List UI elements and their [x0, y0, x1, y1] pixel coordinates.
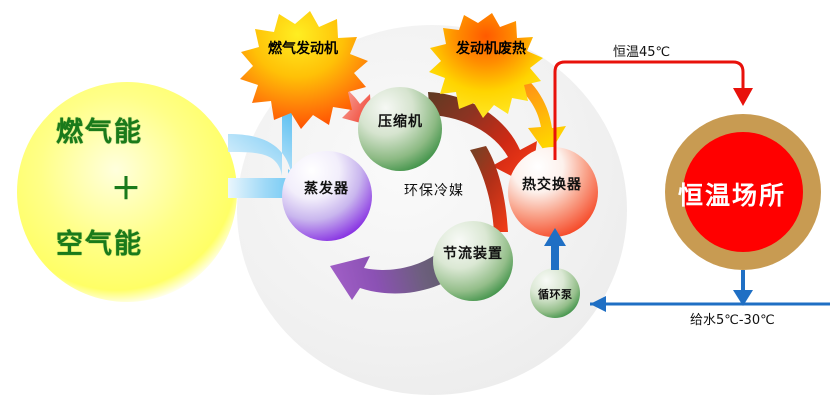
arrowhead-water-return	[590, 296, 606, 312]
arrow-pump-to-heat-exchanger	[544, 228, 566, 270]
starburst-gas-engine	[240, 11, 368, 129]
arrowhead-water-return-branch	[733, 290, 753, 306]
arrow-throttle-to-evaporator	[330, 248, 466, 300]
arrowhead-hot-supply	[733, 88, 753, 106]
node-circulation-pump-sphere	[530, 268, 580, 318]
node-heat-exchanger-sphere	[508, 147, 598, 237]
starburst-engine-waste-heat	[429, 13, 543, 118]
energy-source-circle	[17, 82, 237, 302]
arrow-waste-heat-to-heat-exchanger	[496, 62, 566, 156]
node-evaporator-sphere	[282, 151, 372, 241]
arrow-compressor-to-heat-exchanger	[428, 92, 537, 186]
arrow-heat-exchanger-inflow	[470, 146, 508, 232]
line-hot-supply	[553, 60, 745, 160]
place-inner-fill	[683, 132, 803, 252]
backdrop-blob	[237, 25, 627, 395]
node-throttle-sphere	[433, 221, 513, 301]
node-compressor-sphere	[358, 87, 442, 171]
